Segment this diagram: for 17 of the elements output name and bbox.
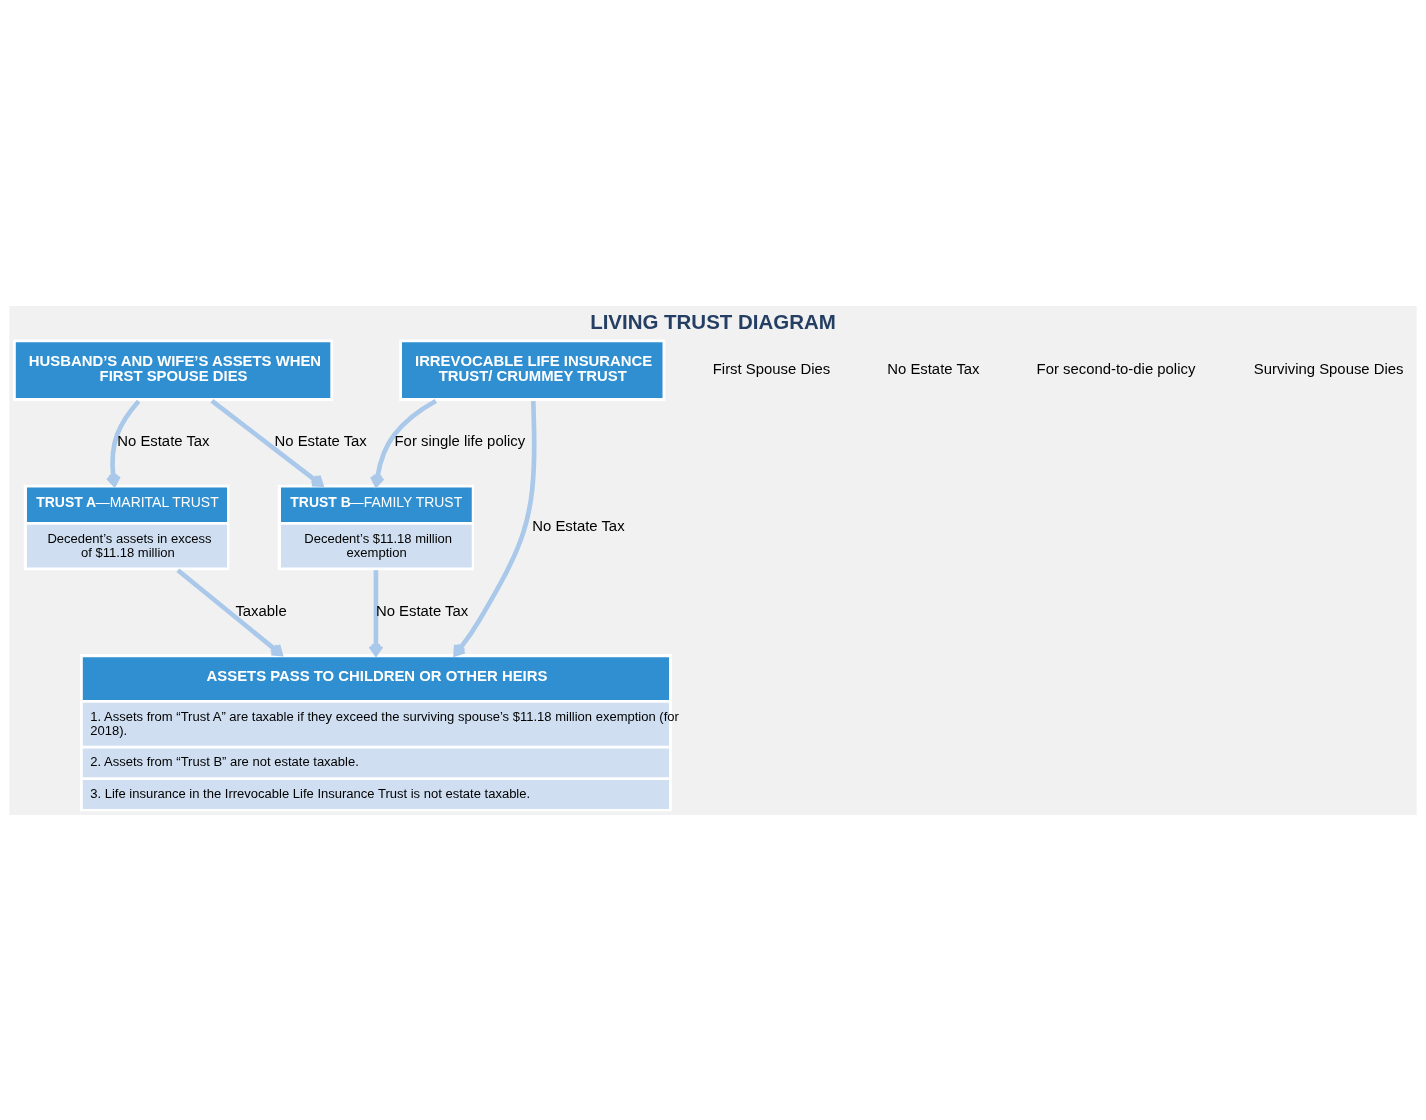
edge-label: No Estate Tax [375,602,469,619]
label: Surviving Spouse Dies [1253,360,1404,377]
arrow [105,399,141,487]
edge-label: No Estate Tax [117,432,210,449]
label: No Estate Tax [887,360,980,377]
label: For second-to-die policy [1036,360,1196,377]
arrow [453,400,537,656]
edge-label: Taxable [235,602,287,619]
edge-label: No Estate Tax [532,517,625,534]
diagram-title: LIVING TRUST DIAGRAM [590,309,836,333]
arrow [368,569,384,656]
edge-label: No Estate Tax [274,432,367,449]
arrow [176,567,283,656]
label: First Spouse Dies [712,360,831,377]
arrow [210,398,324,487]
edge-label: For single life policy [394,432,526,449]
arrow [369,398,437,487]
